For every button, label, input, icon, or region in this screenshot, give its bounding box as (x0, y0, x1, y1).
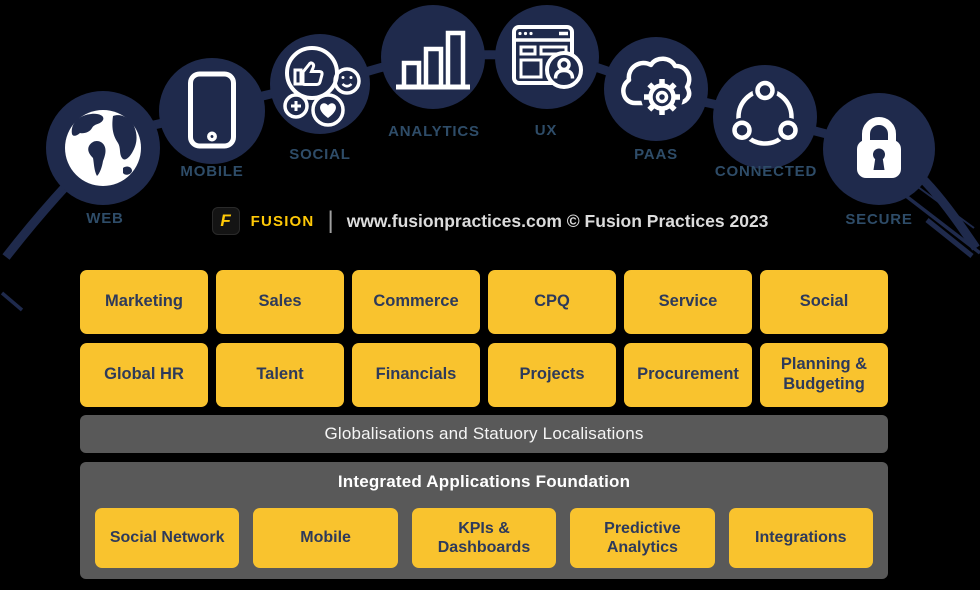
bar-chart-icon (396, 30, 470, 90)
module-procurement: Procurement (624, 343, 752, 407)
brand-divider: | (327, 207, 334, 234)
brand-row: F FUSION | www.fusionpractices.com © Fus… (0, 204, 980, 238)
arc-label-ux: UX (534, 122, 558, 139)
foundation-social-network: Social Network (95, 508, 240, 568)
arc-label-social: SOCIAL (289, 146, 351, 163)
foundation-layer-panel: Integrated Applications Foundation Socia… (80, 462, 888, 579)
foundation-grid: Social Network Mobile KPIs & Dashboards … (95, 508, 873, 568)
foundation-mobile: Mobile (253, 508, 398, 568)
arc-node-web (46, 91, 160, 205)
modules-grid: Marketing Sales Commerce CPQ Service Soc… (80, 270, 888, 416)
fusion-logo-icon: F (211, 207, 240, 235)
arc-label-web: WEB (86, 210, 124, 227)
foundation-integrations: Integrations (728, 508, 873, 568)
module-cpq: CPQ (488, 270, 616, 334)
module-social: Social (760, 270, 888, 334)
modules-row-2: Global HR Talent Financials Projects Pro… (80, 343, 888, 407)
module-global-hr: Global HR (80, 343, 208, 407)
module-talent: Talent (216, 343, 344, 407)
foundation-title: Integrated Applications Foundation (337, 472, 631, 491)
foundation-kpis-dashboards: KPIs & Dashboards (411, 508, 557, 568)
arc-label-paas: PAAS (634, 146, 678, 163)
arc-node-secure (823, 93, 935, 205)
brand-credit-text: www.fusionpractices.com © Fusion Practic… (346, 210, 769, 231)
network-nodes-icon (729, 78, 801, 146)
globe-icon (65, 110, 141, 186)
fusion-wordmark: FUSION (250, 212, 315, 230)
cloud-gear-icon (621, 56, 692, 118)
arc-label-connected: CONNECTED (714, 163, 818, 180)
arc-node-mobile (159, 58, 265, 164)
globalisation-layer-bar: Globalisations and Statuory Localisation… (80, 415, 888, 453)
module-projects: Projects (488, 343, 616, 407)
arc-node-ux (495, 5, 599, 109)
smartphone-icon (188, 71, 236, 149)
arc-node-paas (604, 37, 708, 141)
arc-label-secure: SECURE (845, 211, 913, 228)
arc-label-mobile: MOBILE (180, 163, 244, 180)
browser-user-icon (512, 25, 583, 89)
arc-label-analytics: ANALYTICS (388, 123, 480, 140)
module-sales: Sales (216, 270, 344, 334)
module-commerce: Commerce (352, 270, 480, 334)
arc-node-social (270, 34, 370, 134)
padlock-icon (857, 117, 901, 178)
module-financials: Financials (352, 343, 480, 407)
modules-row-1: Marketing Sales Commerce CPQ Service Soc… (80, 270, 888, 334)
module-planning-budgeting: Planning & Budgeting (760, 343, 888, 407)
module-service: Service (624, 270, 752, 334)
arc-node-analytics (381, 5, 485, 109)
foundation-predictive-analytics: Predictive Analytics (570, 508, 715, 568)
arc-node-connected (713, 65, 817, 169)
social-reactions-icon (283, 46, 361, 127)
module-marketing: Marketing (80, 270, 208, 334)
